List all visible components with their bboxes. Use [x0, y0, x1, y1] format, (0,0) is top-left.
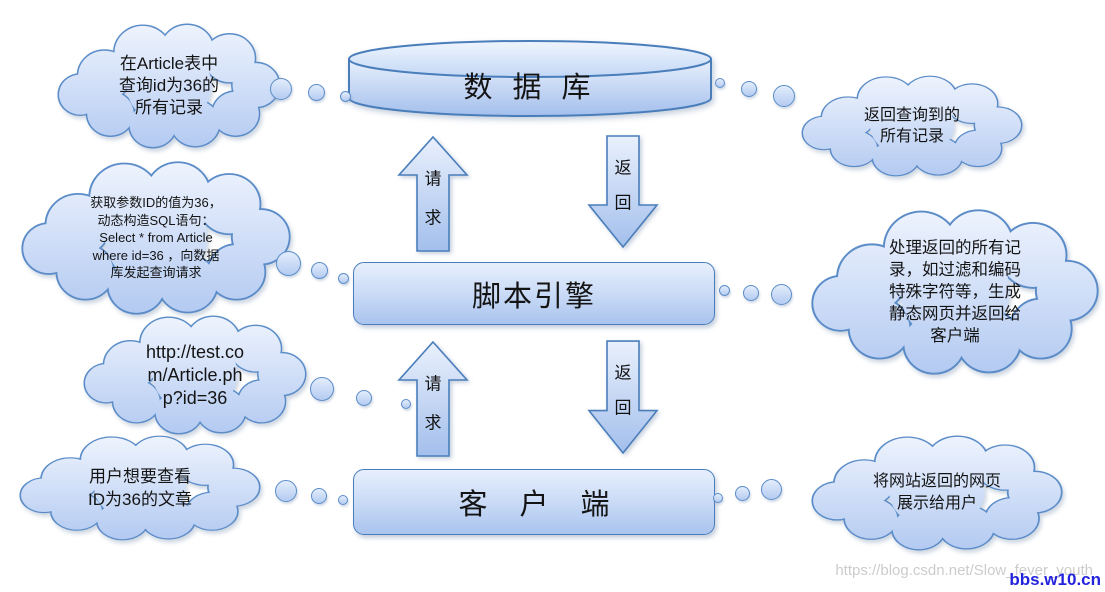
- arrow-return-lower: 返 回: [588, 340, 658, 454]
- cloud-request-url: http://test.co m/Article.ph p?id=36: [83, 315, 307, 435]
- client-label: 客 户 端: [458, 489, 622, 521]
- cloud-db-query: 在Article表中 查询id为36的 所有记录: [57, 23, 281, 149]
- cloud-client-display: 将网站返回的网页 展示给用户: [811, 435, 1063, 551]
- cloud-client-display-text: 将网站返回的网页 展示给用户: [812, 436, 1062, 550]
- thought-dot: [771, 284, 792, 305]
- thought-dot: [401, 399, 411, 409]
- cloud-line: 获取参数ID的值为36，: [90, 195, 222, 211]
- cloud-line: 客户端: [930, 327, 980, 345]
- thought-dot: [311, 262, 328, 279]
- cloud-line: p?id=36: [162, 387, 228, 408]
- cloud-line: http://test.co: [145, 341, 245, 362]
- thought-dot: [311, 488, 327, 504]
- cloud-line: 所有记录: [135, 98, 203, 117]
- arrow-label: 回: [614, 193, 632, 213]
- cloud-line: Select * from Article: [99, 230, 213, 246]
- thought-dot: [743, 285, 759, 301]
- arrow-label: 返: [614, 158, 632, 177]
- cloud-line: 录，如过滤和编码: [889, 261, 1021, 279]
- arrow-request-upper: 请 求: [398, 136, 468, 252]
- cloud-engine-process-text: 处理返回的所有记 录，如过滤和编码 特殊字符等，生成 静态网页并返回给 客户端: [812, 210, 1098, 374]
- cloud-db-query-text: 在Article表中 查询id为36的 所有记录: [58, 24, 280, 148]
- cloud-line: 用户想要查看: [89, 467, 191, 486]
- thought-dot: [338, 273, 349, 284]
- thought-dot: [713, 493, 723, 503]
- watermark-bbs-site: bbs.w10.cn: [1009, 570, 1101, 589]
- cloud-line: 静态网页并返回给: [889, 305, 1021, 323]
- thought-dot: [715, 78, 725, 88]
- cloud-user-intent-text: 用户想要查看 ID为36的文章: [20, 436, 260, 540]
- cloud-line: 所有记录: [879, 128, 944, 145]
- script-engine-label: 脚本引擎: [471, 280, 596, 313]
- thought-dot: [735, 486, 750, 501]
- cloud-engine-process: 处理返回的所有记 录，如过滤和编码 特殊字符等，生成 静态网页并返回给 客户端: [811, 209, 1099, 375]
- arrow-label: 返: [614, 363, 632, 383]
- cloud-line: m/Article.ph: [147, 364, 243, 385]
- thought-dot: [741, 81, 757, 97]
- thought-dot: [340, 91, 351, 102]
- cloud-line: 返回查询到的: [863, 107, 960, 124]
- cloud-line: 展示给用户: [896, 495, 977, 512]
- cloud-line: 在Article表中: [119, 54, 219, 73]
- thought-dot: [308, 84, 325, 101]
- arrow-label: 求: [424, 208, 442, 228]
- arrow-return-upper: 返 回: [588, 135, 658, 248]
- arrow-label: 回: [614, 398, 632, 418]
- cloud-db-return: 返回查询到的 所有记录: [801, 75, 1023, 177]
- thought-dot: [719, 285, 730, 296]
- cloud-line: where id=36 ，向数据: [92, 247, 220, 263]
- cloud-sql-build: 获取参数ID的值为36， 动态构造SQL语句： Select * from Ar…: [21, 161, 291, 315]
- cloud-line: 处理返回的所有记: [889, 239, 1021, 257]
- arrow-label: 求: [424, 413, 442, 433]
- database-cylinder-icon: [348, 40, 712, 117]
- cloud-line: 查询id为36的: [118, 76, 220, 95]
- arrow-request-lower: 请 求: [398, 341, 468, 457]
- cloud-sql-build-text: 获取参数ID的值为36， 动态构造SQL语句： Select * from Ar…: [22, 162, 290, 314]
- cloud-line: 特殊字符等，生成: [889, 283, 1021, 301]
- node-client: 客 户 端: [353, 469, 715, 535]
- thought-dot: [270, 78, 292, 100]
- arrow-label: 请: [424, 374, 442, 394]
- thought-dot: [338, 495, 348, 505]
- up-arrow-icon: [398, 136, 468, 252]
- watermark-csdn-url: https://blog.csdn.net/Slow_fever_youth: [835, 562, 1093, 579]
- cloud-line: 将网站返回的网页: [872, 473, 1001, 490]
- cloud-line: ID为36的文章: [88, 490, 192, 509]
- node-script-engine: 脚本引擎: [353, 262, 715, 325]
- thought-dot: [356, 390, 372, 406]
- cloud-line: 动态构造SQL语句：: [97, 212, 215, 228]
- thought-dot: [761, 479, 782, 500]
- cloud-db-return-text: 返回查询到的 所有记录: [802, 76, 1022, 176]
- cloud-request-url-text: http://test.co m/Article.ph p?id=36: [84, 316, 306, 434]
- database-label: 数 据 库: [463, 72, 597, 104]
- cloud-line: 库发起查询请求: [110, 265, 202, 281]
- thought-dot: [276, 251, 301, 276]
- thought-dot: [275, 480, 297, 502]
- thought-dot: [310, 377, 334, 401]
- arrow-label: 请: [424, 169, 442, 189]
- node-database: 数 据 库: [347, 40, 713, 117]
- thought-dot: [773, 85, 795, 107]
- cloud-user-intent: 用户想要查看 ID为36的文章: [19, 435, 261, 541]
